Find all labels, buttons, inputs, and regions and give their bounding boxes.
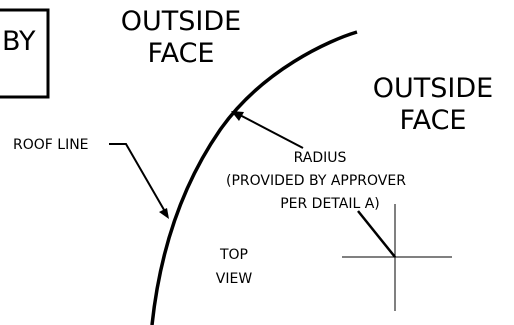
center-leader (357, 210, 396, 258)
radius-note-line1: RADIUS (294, 150, 347, 166)
radius-leader (235, 112, 304, 149)
radius-leader-arrowhead (231, 111, 244, 121)
outside-face-label-left-line1: OUTSIDE (121, 6, 241, 37)
roof-line-leader (109, 143, 168, 216)
view-label-line2: VIEW (216, 271, 253, 287)
outside-face-label-right-line2: FACE (400, 105, 467, 136)
label-box (0, 8, 50, 99)
outside-face-label-left-line2: FACE (148, 38, 215, 69)
radius-note-line3: PER DETAIL A) (280, 196, 380, 212)
box-label: BY (2, 26, 36, 57)
roof-line-leader-arrowhead (159, 208, 169, 219)
outside-face-label-right-line1: OUTSIDE (373, 73, 493, 104)
view-label-line1: TOP (219, 247, 248, 263)
roof-line-label: ROOF LINE (13, 137, 89, 153)
roof-line-arc (150, 30, 358, 325)
radius-note-line2: (PROVIDED BY APPROVER (226, 173, 406, 189)
